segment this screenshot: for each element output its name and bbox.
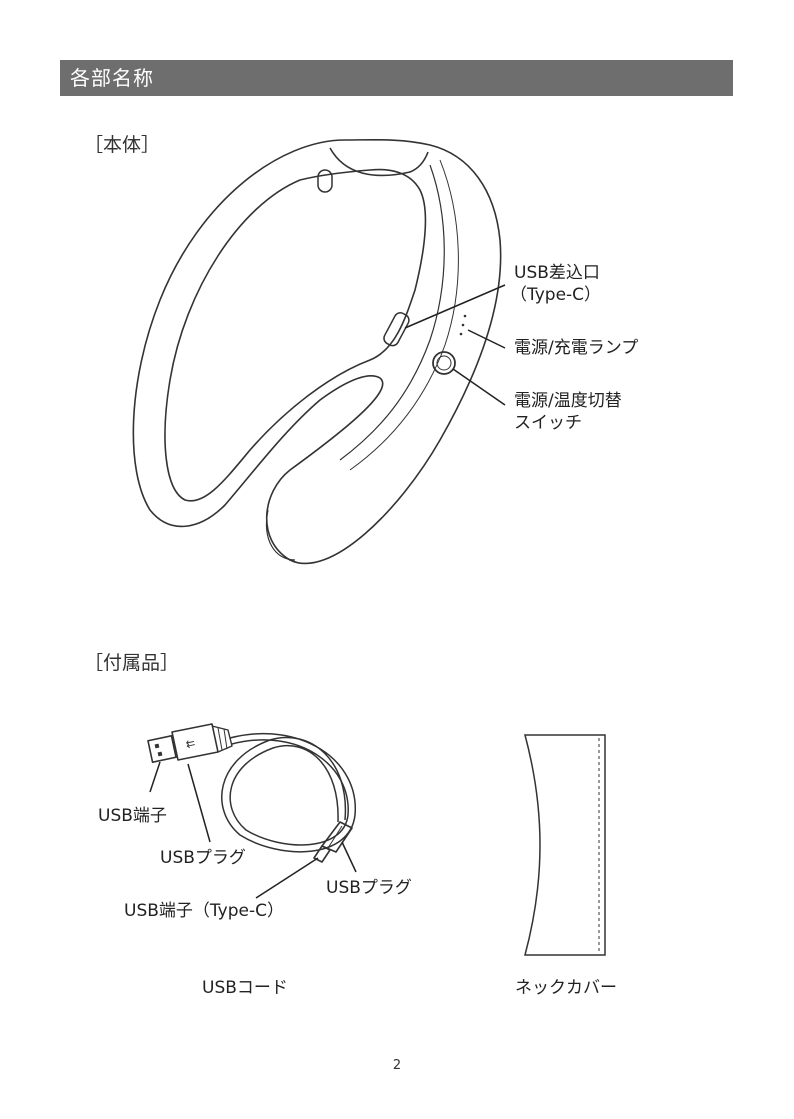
label-usb-plug-left: USBプラグ bbox=[160, 847, 246, 869]
led-dot-icon bbox=[460, 333, 463, 336]
led-dot-icon bbox=[462, 324, 465, 327]
usb-a-connector-icon bbox=[148, 736, 176, 763]
neck-fan-side-seam-2 bbox=[350, 160, 458, 470]
label-usb-terminal: USB端子 bbox=[98, 805, 167, 827]
label-usb-port-type: （Type-C） bbox=[510, 284, 601, 306]
usb-cable-illustration: ⇇ bbox=[148, 724, 355, 862]
label-power-lamp: 電源/充電ランプ bbox=[514, 337, 638, 359]
leader-line-usb-terminal bbox=[150, 762, 160, 792]
neck-fan-side-seam bbox=[340, 165, 444, 460]
label-neck-cover: ネックカバー bbox=[515, 977, 617, 999]
leader-line-usb-terminal-typec bbox=[256, 858, 318, 898]
label-usb-cord: USBコード bbox=[202, 977, 288, 999]
neck-fan-top-button-icon bbox=[318, 170, 332, 192]
label-power-switch: 電源/温度切替 bbox=[514, 390, 622, 412]
page-number: 2 bbox=[0, 1058, 794, 1073]
power-button-icon bbox=[433, 352, 455, 374]
usb-symbol-icon: ⇇ bbox=[185, 736, 197, 751]
usb-port-slot-icon bbox=[382, 311, 411, 348]
label-usb-terminal-typec: USB端子（Type-C） bbox=[124, 900, 284, 922]
leader-line-usb-plug-left bbox=[188, 764, 210, 842]
leader-line-power-lamp bbox=[468, 330, 505, 348]
neck-cover-illustration bbox=[525, 735, 605, 955]
label-usb-port: USB差込口 bbox=[514, 262, 600, 284]
accessories-heading: ［付属品］ bbox=[84, 648, 179, 675]
led-dot-icon bbox=[464, 315, 467, 318]
neck-fan-top-groove bbox=[330, 148, 428, 175]
neck-fan-inner-contour bbox=[165, 170, 425, 501]
leader-line-usb-port bbox=[405, 285, 505, 328]
leader-line-usb-plug-right bbox=[342, 842, 356, 872]
label-usb-plug-right: USBプラグ bbox=[326, 877, 412, 899]
neck-fan-illustration bbox=[133, 140, 500, 564]
label-power-switch-2: スイッチ bbox=[514, 412, 582, 434]
neck-cover-outline bbox=[525, 735, 605, 955]
usb-a-plug-housing bbox=[172, 724, 218, 760]
